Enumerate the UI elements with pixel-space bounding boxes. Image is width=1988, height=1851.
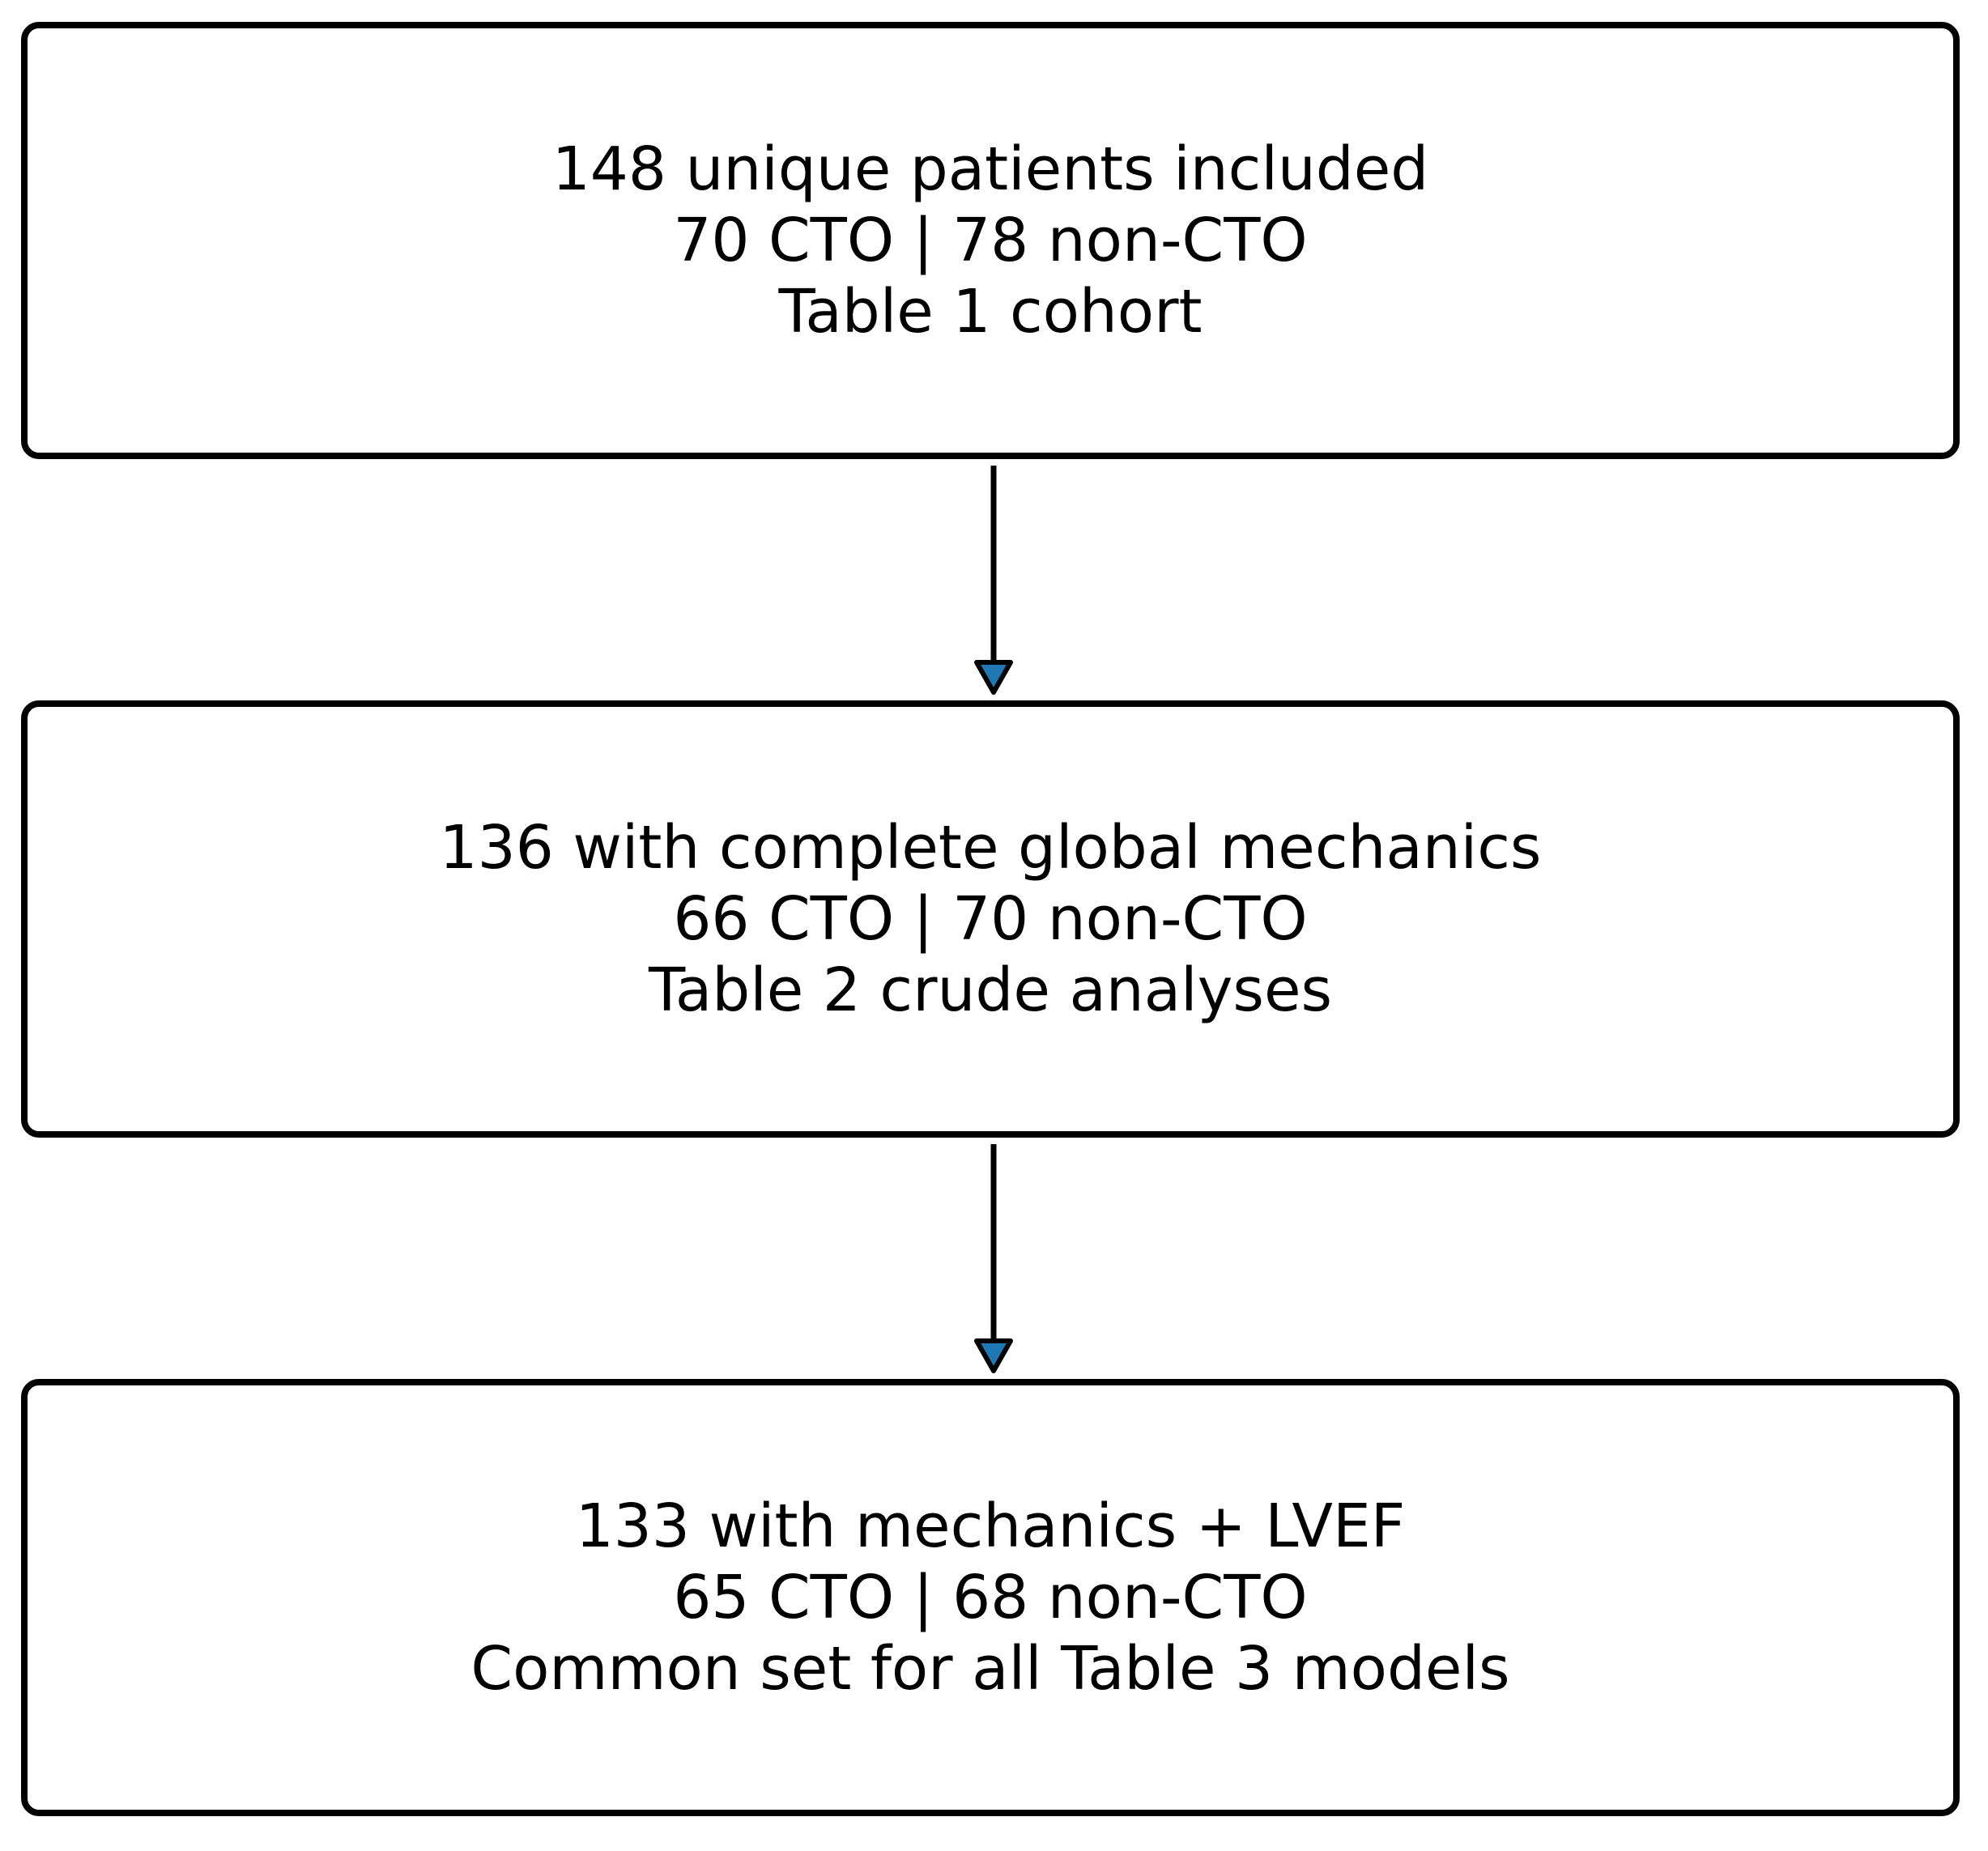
arrow-1 [974, 466, 1013, 695]
box-counts: 70 CTO | 78 non-CTO [673, 206, 1308, 275]
flow-box-included: 148 unique patients included 70 CTO | 78… [21, 22, 1960, 459]
box-title: 148 unique patients included [551, 134, 1429, 204]
arrow-head-icon [974, 1338, 1013, 1373]
box-caption: Table 2 crude analyses [648, 955, 1333, 1025]
box-counts: 65 CTO | 68 non-CTO [673, 1563, 1308, 1632]
box-text: 136 with complete global mechanics 66 CT… [440, 812, 1542, 1026]
box-caption: Common set for all Table 3 models [470, 1634, 1510, 1704]
box-title: 133 with mechanics + LVEF [575, 1491, 1406, 1561]
box-text: 133 with mechanics + LVEF 65 CTO | 68 no… [470, 1491, 1509, 1704]
box-counts: 66 CTO | 70 non-CTO [673, 884, 1308, 954]
arrow-2 [974, 1144, 1013, 1373]
box-title: 136 with complete global mechanics [439, 813, 1542, 883]
arrow-head-icon [974, 660, 1013, 695]
box-text: 148 unique patients included 70 CTO | 78… [552, 134, 1429, 347]
box-caption: Table 1 cohort [778, 277, 1203, 347]
flow-box-mechanics-lvef: 133 with mechanics + LVEF 65 CTO | 68 no… [21, 1379, 1960, 1816]
flow-box-global-mechanics: 136 with complete global mechanics 66 CT… [21, 700, 1960, 1138]
